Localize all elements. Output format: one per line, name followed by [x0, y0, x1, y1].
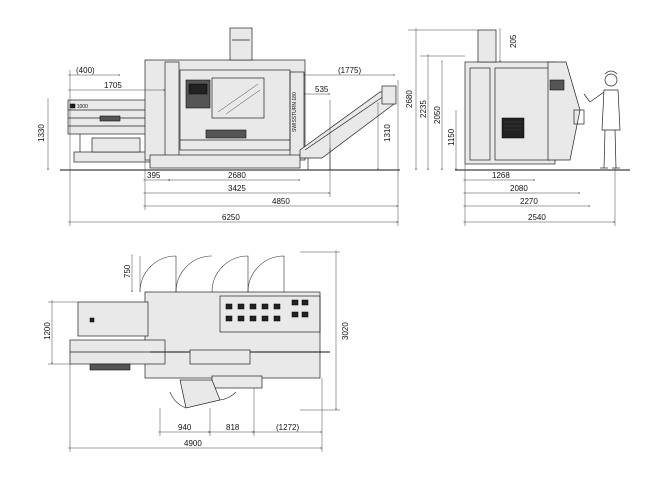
operator-panel: [547, 61, 581, 161]
dim-750: 750: [123, 264, 132, 278]
plan-view: 750 1200 3020 940 818 (1272) 4900: [43, 252, 350, 452]
dim-818: 818: [226, 423, 240, 432]
dim-2270: 2270: [520, 197, 538, 206]
machine-label: SWISSTURN 180: [292, 92, 298, 132]
end-view-dimensions: 205 2680 2235 2050 1150 1268 2080 2270 2…: [405, 30, 615, 226]
end-view: 205 2680 2235 2050 1150 1268 2080 2270 2…: [405, 30, 630, 226]
dim-1272: (1272): [276, 423, 299, 432]
cabinet: [464, 61, 556, 165]
plan-door: [179, 379, 221, 409]
side-view: B 1000 SWISSTURN 180: [37, 27, 400, 226]
dim-1268: 1268: [492, 171, 510, 180]
dim-6250: 6250: [222, 213, 240, 222]
dim-1705: 1705: [104, 81, 122, 90]
dim-395: 395: [147, 171, 161, 180]
side-view-dimensions: (400) 1705 (1775) 535 1330 1310 395 2680…: [37, 66, 398, 226]
dim-1330: 1330: [37, 124, 46, 142]
dim-end-2680: 2680: [405, 90, 414, 108]
bar-feeder-label: B 1000: [72, 104, 88, 110]
door-swing-arcs: [139, 255, 285, 293]
dim-3425: 3425: [228, 184, 246, 193]
end-top-unit: [477, 29, 497, 63]
operator-figure: [583, 70, 621, 169]
control-buttons: [225, 299, 309, 322]
dim-4850: 4850: [272, 197, 290, 206]
machine-body: SWISSTURN 180: [144, 27, 306, 169]
dim-1200: 1200: [43, 322, 52, 340]
dim-400: (400): [76, 66, 95, 75]
dim-2050: 2050: [433, 106, 442, 124]
dim-535: 535: [315, 85, 329, 94]
dim-940: 940: [178, 423, 192, 432]
dim-3020: 3020: [341, 322, 350, 340]
plan-view-dimensions: 750 1200 3020 940 818 (1272) 4900: [43, 252, 350, 452]
dim-2235: 2235: [419, 100, 428, 118]
dim-1150: 1150: [447, 128, 456, 146]
dim-4900: 4900: [184, 439, 202, 448]
dim-2540: 2540: [528, 213, 546, 222]
dim-2680: 2680: [228, 171, 246, 180]
chip-conveyor: [299, 85, 397, 170]
dim-205: 205: [509, 34, 518, 48]
dim-2080: 2080: [510, 184, 528, 193]
dim-1310: 1310: [383, 124, 392, 142]
top-unit: [229, 27, 253, 61]
plan-bar-feeder: [69, 301, 166, 371]
dim-1775: (1775): [338, 66, 361, 75]
